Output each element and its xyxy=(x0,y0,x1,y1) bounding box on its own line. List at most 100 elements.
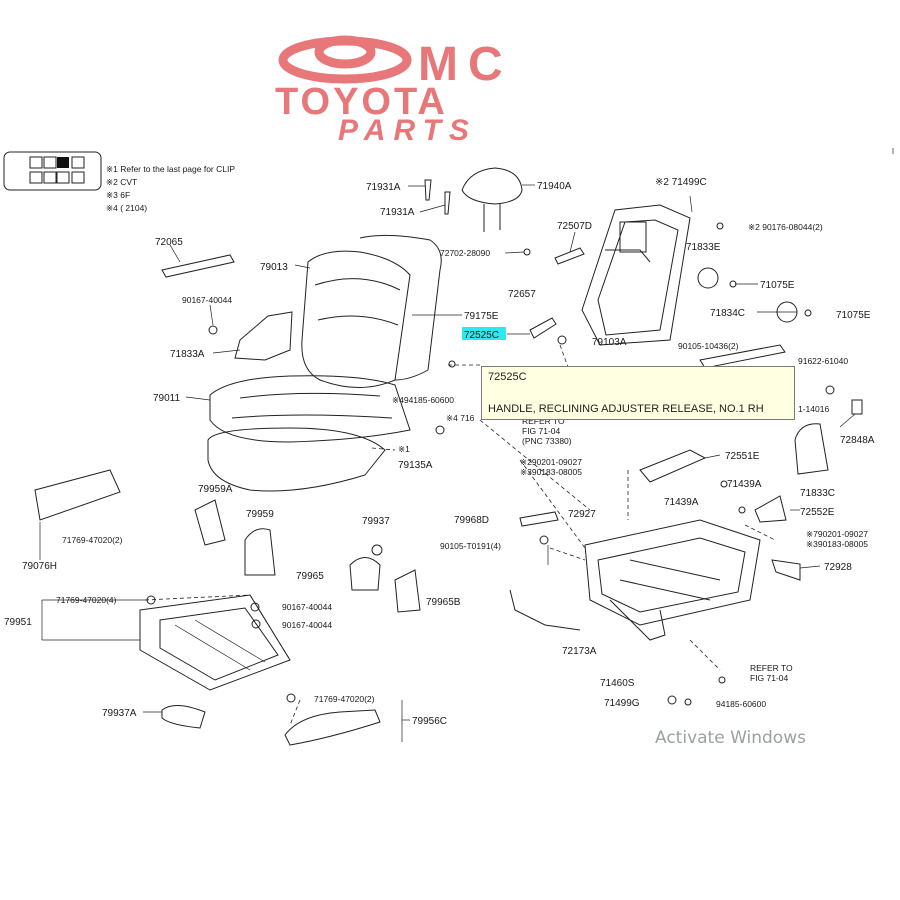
seat-cushion xyxy=(209,375,411,443)
seat-position-icon xyxy=(3,151,102,191)
label-90167-b: 90167-40044 xyxy=(282,602,332,612)
label-refer-2a: REFER TO xyxy=(750,663,793,673)
label-72702: 72702-28090 xyxy=(440,248,490,258)
tooltip-part-number: 72525C xyxy=(488,371,527,383)
label-71940A: 71940A xyxy=(537,181,572,192)
label-390183b: ※390183-08005 xyxy=(806,539,868,549)
label-refer-1c: (PNC 73380) xyxy=(522,436,572,446)
label-72928: 72928 xyxy=(824,562,852,573)
label-79013: 79013 xyxy=(260,262,288,273)
strap xyxy=(161,254,235,278)
toyota-emblem xyxy=(278,35,412,84)
seat-track-frame xyxy=(584,519,761,641)
label-79959A: 79959A xyxy=(198,484,233,495)
part-labels: 71931A 71931A 71940A ※2 71499C 72065 790… xyxy=(4,177,875,727)
label-290201: ※290201-09027 xyxy=(520,457,582,467)
label-79011: 79011 xyxy=(153,393,181,404)
bar-90105 xyxy=(699,344,786,369)
label-71769-b: 71769-47020(4) xyxy=(56,595,117,605)
label-refer-2b: FIG 71-04 xyxy=(750,673,789,683)
bracket-72928 xyxy=(771,559,801,581)
seatback-cover xyxy=(301,234,442,388)
label-71834C: 71834C xyxy=(710,308,745,319)
label-71833E: 71833E xyxy=(686,242,721,253)
omc-toyota-parts-logo: MC TOYOTA PARTS xyxy=(275,35,503,147)
headrest xyxy=(461,167,523,232)
label-72552E: 72552E xyxy=(800,507,835,518)
label-71075E-1: 71075E xyxy=(760,280,795,291)
label-71833C: 71833C xyxy=(800,488,835,499)
cover-72551E xyxy=(639,449,707,483)
label-72525C[interactable]: 72525C xyxy=(464,330,499,341)
front-wire xyxy=(509,589,581,631)
note-1: ※1 Refer to the last page for CLIP xyxy=(106,164,235,174)
label-71439A-1: 71439A xyxy=(727,479,762,490)
logo-toyota: TOYOTA xyxy=(275,81,448,123)
release-lever xyxy=(554,247,585,265)
bracket-72848A xyxy=(851,399,863,415)
label-90105-a: 90105-10436(2) xyxy=(678,341,739,351)
label-71833A: 71833A xyxy=(170,349,205,360)
label-79937A: 79937A xyxy=(102,708,137,719)
label-71499G: 71499G xyxy=(604,698,640,709)
label-71814016: 1-14016 xyxy=(798,404,829,414)
label-72927: 72927 xyxy=(568,509,596,520)
cover-71833C xyxy=(794,423,829,475)
cover-79956C xyxy=(284,709,381,746)
label-494185: ※494185-60600 xyxy=(392,395,454,405)
label-71075E-2: 71075E xyxy=(836,310,871,321)
part-highlight xyxy=(462,327,506,340)
under-tray xyxy=(139,594,291,691)
label-94185: 94185-60600 xyxy=(716,699,766,709)
cover-79959A xyxy=(194,499,226,546)
label-71439A-2: 71439A xyxy=(664,497,699,508)
label-72551E: 72551E xyxy=(725,451,760,462)
button-79937 xyxy=(371,544,383,556)
label-71769-a: 71769-47020(2) xyxy=(62,535,123,545)
note-4: ※4 ( 2104) xyxy=(106,203,147,213)
label-90167-c: 90167-40044 xyxy=(282,620,332,630)
trim-79968D xyxy=(519,511,559,527)
cover-79965 xyxy=(349,557,381,591)
headrest-guides xyxy=(424,179,451,215)
label-71931A-2: 71931A xyxy=(380,207,415,218)
notes: ※1 Refer to the last page for CLIP ※2 CV… xyxy=(106,164,235,213)
label-x1: ※1 xyxy=(398,444,410,454)
label-refer-1a: REFER TO xyxy=(522,416,565,426)
label-79135A: 79135A xyxy=(398,460,433,471)
label-71769-c: 71769-47020(2) xyxy=(314,694,375,704)
logo-parts: PARTS xyxy=(338,114,477,147)
part-tooltip: 72525C HANDLE, RECLINING ADJUSTER RELEAS… xyxy=(481,366,795,420)
label-79103A: 79103A xyxy=(592,337,627,348)
label-390183: ※390183-08005 xyxy=(520,467,582,477)
label-79076H: 79076H xyxy=(22,561,57,572)
label-90105-b: 90105-T0191(4) xyxy=(440,541,501,551)
label-90167-a: 90167-40044 xyxy=(182,295,232,305)
label-71499C: ※2 71499C xyxy=(655,177,707,188)
activate-windows-watermark: Activate Windows xyxy=(655,728,806,748)
label-79951: 79951 xyxy=(4,617,32,628)
label-72507D: 72507D xyxy=(557,221,592,232)
label-refer-1b: FIG 71-04 xyxy=(522,426,561,436)
label-79175E: 79175E xyxy=(464,311,499,322)
label-90176: ※2 90176-08044(2) xyxy=(748,222,823,232)
label-72657: 72657 xyxy=(508,289,536,300)
note-2: ※2 CVT xyxy=(106,177,137,187)
tooltip-description: HANDLE, RECLINING ADJUSTER RELEASE, NO.1… xyxy=(488,403,764,415)
release-handle xyxy=(529,317,557,339)
cover-79076H xyxy=(34,469,121,521)
note-3: ※3 6F xyxy=(106,190,130,200)
side-cover-left xyxy=(234,311,293,361)
seatback-frame xyxy=(581,204,691,346)
label-79956C: 79956C xyxy=(412,716,447,727)
label-72065: 72065 xyxy=(155,237,183,248)
label-79965B: 79965B xyxy=(426,597,461,608)
cover-72552E xyxy=(754,495,787,523)
label-91622: 91622-61040 xyxy=(798,356,848,366)
label-72173A: 72173A xyxy=(562,646,597,657)
cushion-pad xyxy=(207,427,386,492)
knob-71833E xyxy=(697,267,719,289)
cover-79959 xyxy=(244,528,276,576)
label-79965: 79965 xyxy=(296,571,324,582)
